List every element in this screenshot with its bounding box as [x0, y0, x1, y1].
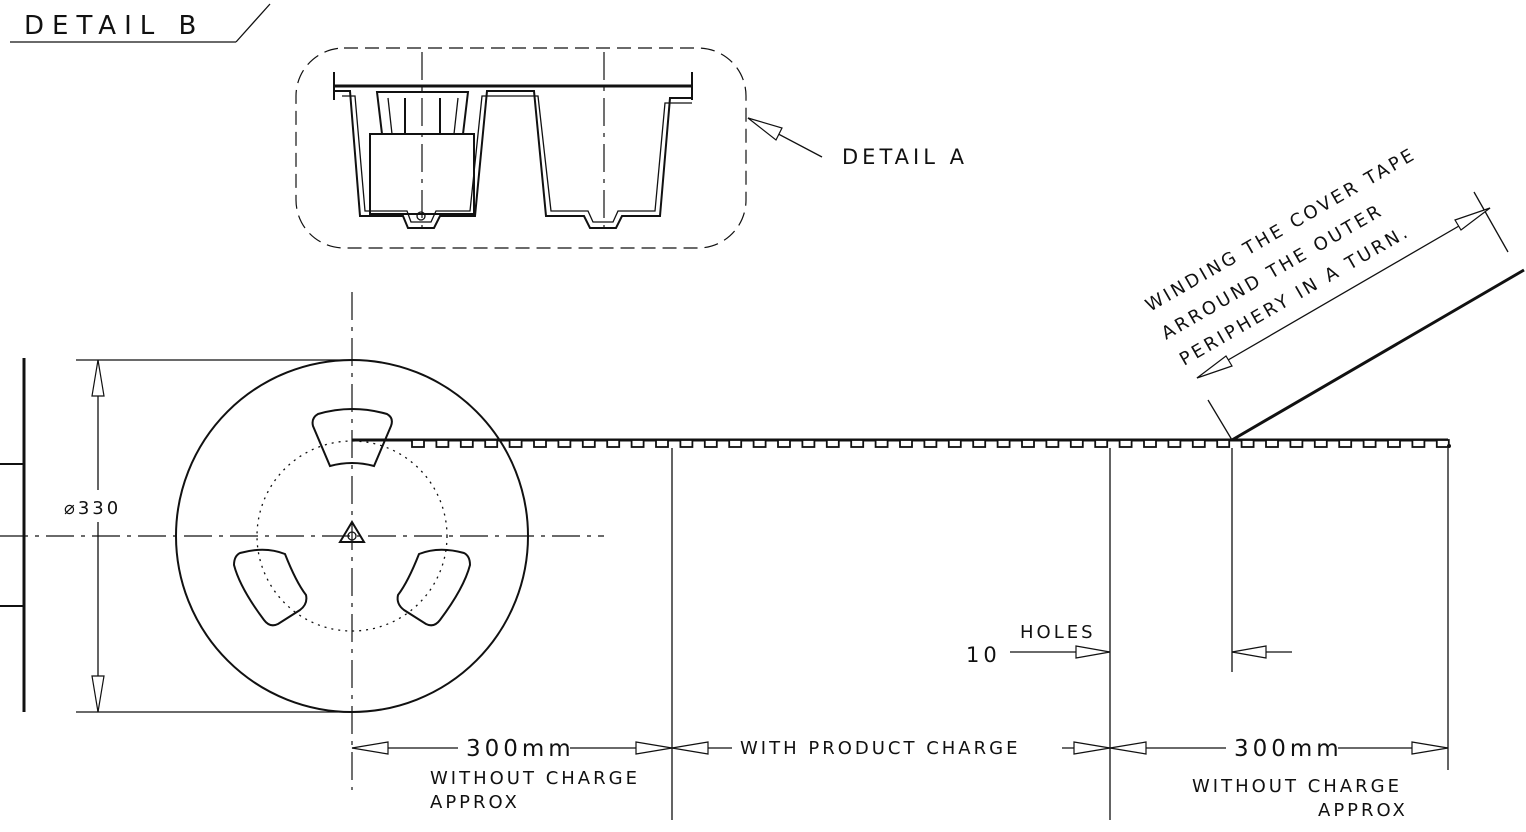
tape-pocket: [411, 439, 425, 448]
tape-pocket: [679, 439, 694, 448]
tape-pocket: [1045, 439, 1060, 448]
tape-pocket: [1411, 439, 1426, 448]
tape-pocket: [996, 439, 1011, 448]
tape-pocket: [630, 439, 645, 448]
detail-a-boundary: [295, 47, 747, 249]
cover-tape-peel: [1231, 268, 1525, 442]
winding-note: WINDING THE COVER TAPE ARROUND THE OUTER…: [1142, 144, 1509, 441]
tape-pocket: [484, 439, 499, 448]
component-lead: [416, 211, 426, 221]
reel-window-right: [396, 548, 472, 627]
tape-pocket: [1143, 439, 1157, 448]
tape-pocket: [801, 439, 816, 448]
tape-pocket: [1313, 439, 1328, 448]
tape-pocket: [508, 439, 523, 448]
tape-pocket: [728, 439, 743, 448]
left-length-label: 300mm: [466, 736, 575, 762]
holes-callout: 10 HOLES: [966, 622, 1292, 667]
right-length-label: 300mm: [1234, 736, 1343, 762]
right-desc-line2: APPROX: [1318, 800, 1408, 821]
leader-arrow-head: [747, 117, 783, 141]
winding-dimension-line: [1196, 207, 1491, 379]
tape-pocket: [1338, 439, 1353, 448]
detail-a-leader: DETAIL A: [747, 117, 968, 169]
tape-inner-profile: [342, 95, 692, 223]
tape-pocket: [923, 439, 938, 448]
tape-pocket: [1094, 439, 1109, 448]
tape-pocket: [1021, 439, 1035, 448]
reel-view: [0, 292, 604, 790]
carrier-tape-strip: [352, 268, 1525, 448]
right-desc-line1: WITHOUT CHARGE: [1192, 776, 1402, 797]
reel-hub-icon: [338, 520, 366, 543]
extension-lines: [671, 448, 1449, 820]
middle-desc: WITH PRODUCT CHARGE: [740, 738, 1020, 759]
tape-pocket: [1289, 439, 1304, 448]
tape-pocket: [1118, 439, 1133, 448]
tape-pocket: [1362, 439, 1377, 448]
tape-pocket: [1069, 439, 1084, 448]
holes-label: HOLES: [1020, 622, 1096, 643]
reel-window-left: [232, 548, 308, 627]
diameter-label: ⌀330: [64, 498, 121, 519]
tape-pocket: [557, 439, 572, 448]
tape-pocket: [972, 439, 987, 448]
tape-pocket: [874, 439, 889, 448]
tape-pocket: [1216, 439, 1231, 448]
hub-pitch-circle: [256, 440, 448, 632]
tape-pocket: [703, 439, 718, 448]
tape-pocket: [899, 439, 913, 448]
tape-pockets: [411, 439, 1450, 448]
tape-outer-profile: [334, 90, 692, 229]
diameter-dimension: ⌀330: [64, 359, 352, 713]
tape-pocket: [947, 439, 962, 448]
carrier-tape-section: [333, 72, 693, 229]
left-desc-line1: WITHOUT CHARGE: [430, 768, 640, 789]
tape-pocket: [435, 439, 450, 448]
tape-pocket: [1191, 439, 1206, 448]
tape-pocket: [533, 439, 547, 448]
component-cap: [375, 91, 470, 135]
length-dimensions: 300mm WITHOUT CHARGE APPROX WITH PRODUCT…: [351, 736, 1449, 821]
tape-pocket: [606, 439, 621, 448]
tape-pocket: [1387, 439, 1401, 448]
tape-pocket: [825, 439, 840, 448]
tape-pocket: [1435, 439, 1450, 448]
tape-pocket: [655, 439, 669, 448]
tape-pocket: [459, 439, 474, 448]
left-desc-line2: APPROX: [430, 792, 520, 813]
detail-a-view: [295, 47, 747, 249]
detail-a-label: DETAIL A: [842, 145, 968, 169]
tape-pocket: [850, 439, 865, 448]
tape-pocket: [777, 439, 791, 448]
detail-b-slash: [235, 3, 271, 43]
reel-window-top: [311, 408, 393, 468]
detail-b-title: DETAIL B: [10, 3, 271, 43]
tape-pocket: [752, 439, 767, 448]
detail-b-label: DETAIL B: [24, 11, 204, 41]
holes-count: 10: [966, 643, 1001, 667]
tape-pocket: [1167, 439, 1182, 448]
tape-pocket: [1265, 439, 1279, 448]
tape-pocket: [1240, 439, 1255, 448]
tape-pocket: [581, 439, 596, 448]
